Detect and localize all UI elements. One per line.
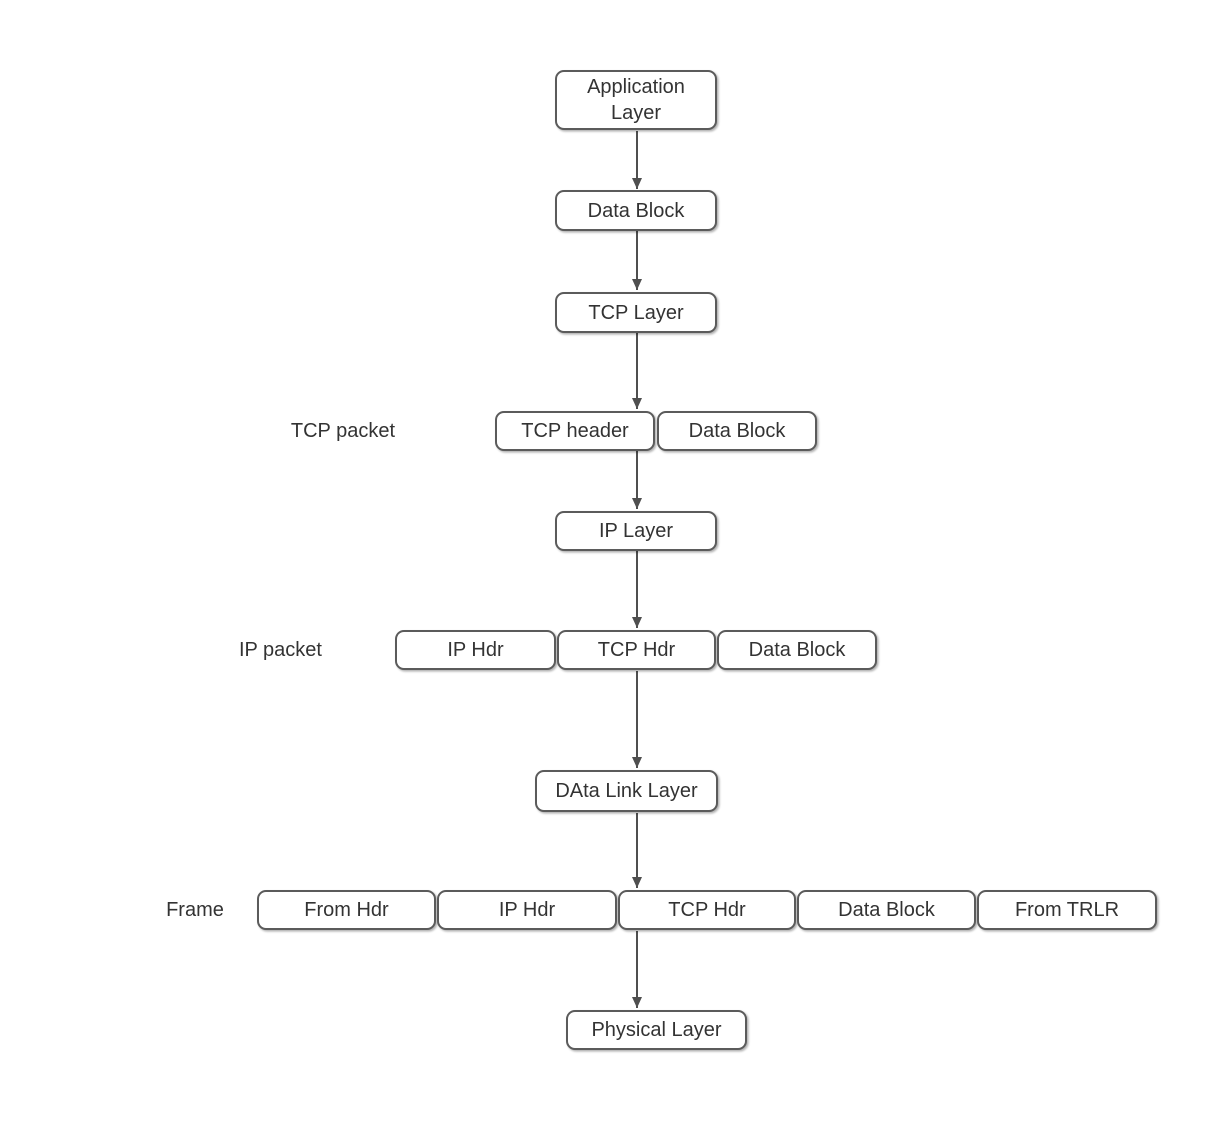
label-tcp-packet: TCP packet bbox=[290, 419, 395, 442]
node-frame-ip-hdr: IP Hdr bbox=[437, 890, 617, 930]
node-data-block-top: Data Block bbox=[555, 190, 717, 231]
node-frame-tcp-hdr: TCP Hdr bbox=[618, 890, 796, 930]
node-ip-packet-tcp-hdr: TCP Hdr bbox=[557, 630, 716, 670]
node-ip-layer: IP Layer bbox=[555, 511, 717, 551]
node-physical-layer: Physical Layer bbox=[566, 1010, 747, 1050]
label-ip-packet: IP packet bbox=[238, 638, 322, 661]
label-frame: Frame bbox=[166, 898, 224, 921]
node-data-link-layer: DAta Link Layer bbox=[535, 770, 718, 812]
node-frame-data-block: Data Block bbox=[797, 890, 976, 930]
node-ip-packet-ip-hdr: IP Hdr bbox=[395, 630, 556, 670]
node-application-layer: Application Layer bbox=[555, 70, 717, 130]
node-frame-from-trlr: From TRLR bbox=[977, 890, 1157, 930]
node-tcp-layer: TCP Layer bbox=[555, 292, 717, 333]
node-frame-from-hdr: From Hdr bbox=[257, 890, 436, 930]
node-tcp-packet-data-block: Data Block bbox=[657, 411, 817, 451]
node-tcp-packet-tcp-header: TCP header bbox=[495, 411, 655, 451]
node-ip-packet-data-block: Data Block bbox=[717, 630, 877, 670]
